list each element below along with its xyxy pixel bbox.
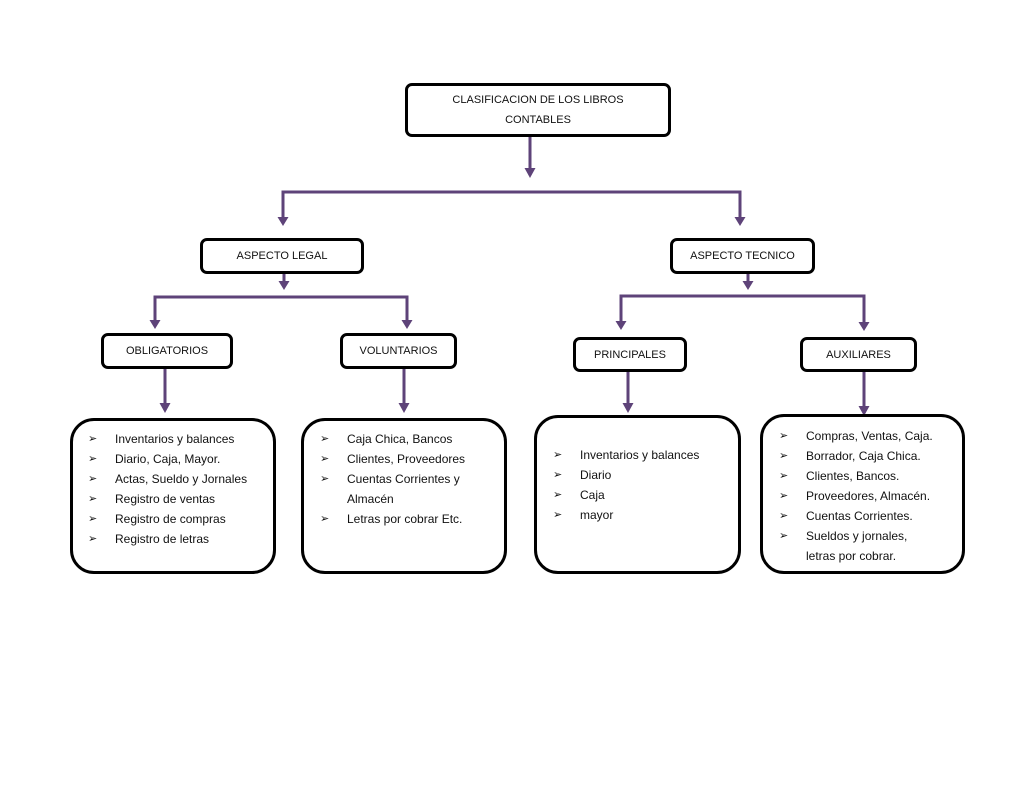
- aspecto-legal-label: ASPECTO LEGAL: [236, 250, 328, 262]
- root-node-label: CLASIFICACION DE LOS LIBROS CONTABLES: [452, 94, 624, 126]
- voluntarios-list: ➢ Caja Chica, Bancos ➢ Clientes, Proveedor…: [320, 429, 465, 529]
- arrow-bullet-icon: ➢: [88, 532, 98, 545]
- aspecto-tecnico-label: ASPECTO TECNICO: [690, 250, 795, 262]
- list-item: ➢ Compras, Ventas, Caja.: [779, 426, 933, 446]
- arrow-bullet-icon: ➢: [320, 472, 330, 485]
- arrow-bullet-icon: ➢: [553, 488, 563, 501]
- list-item-text: Proveedores, Almacén.: [806, 489, 931, 503]
- tecnico-stem-arrowhead: [742, 281, 754, 290]
- list-item: ➢ Registro de ventas: [88, 489, 247, 509]
- legal-stem-arrowhead: [278, 281, 290, 290]
- list-item: ➢ Diario, Caja, Mayor.: [88, 449, 247, 469]
- list-item: ➢ Caja: [553, 485, 699, 505]
- aspecto-legal-node: ASPECTO LEGAL: [200, 238, 364, 274]
- principales-list: ➢ Inventarios y balances ➢ Diario ➢ Caja ➢ m…: [553, 445, 699, 525]
- legal-drop-arrowhead: [277, 217, 289, 226]
- list-item: ➢ Inventarios y balances: [88, 429, 247, 449]
- arrow-bullet-icon: ➢: [553, 448, 563, 461]
- obligatorios-list-box: ➢ Inventarios y balances ➢ Diario, Caja, M…: [70, 418, 276, 574]
- arrow-bullet-icon: ➢: [779, 469, 789, 482]
- list-item: ➢ Actas, Sueldo y Jornales: [88, 469, 247, 489]
- list-item-text: Clientes, Bancos.: [806, 469, 900, 483]
- arrow-bullet-icon: ➢: [88, 432, 98, 445]
- obligatorios-drop-arrowhead: [149, 320, 161, 329]
- arrow-bullet-icon: ➢: [88, 452, 98, 465]
- arrow-bullet-icon: ➢: [88, 512, 98, 525]
- auxiliares-node: AUXILIARES: [800, 337, 917, 372]
- principales-drop-arrowhead: [615, 321, 627, 330]
- list-item: ➢ Registro de compras: [88, 509, 247, 529]
- list-item-text: mayor: [580, 508, 614, 522]
- arrow-bullet-icon: ➢: [320, 452, 330, 465]
- voluntarios-list-box: ➢ Caja Chica, Bancos ➢ Clientes, Proveedor…: [301, 418, 507, 574]
- principales-list-box: ➢ Inventarios y balances ➢ Diario ➢ Caja ➢ m…: [534, 415, 741, 574]
- principales-label: PRINCIPALES: [594, 348, 666, 361]
- list-item-text: Clientes, Proveedores: [347, 452, 466, 466]
- list-item: ➢ Cuentas Corrientes y Almacén: [320, 469, 465, 509]
- root-node: CLASIFICACION DE LOS LIBROS CONTABLES: [405, 83, 671, 137]
- list-item-text: Caja Chica, Bancos: [347, 432, 453, 446]
- list-item: ➢ mayor: [553, 505, 699, 525]
- root-stem-arrowhead: [524, 168, 536, 178]
- list-item: ➢ Clientes, Proveedores: [320, 449, 465, 469]
- principales-stem-arrowhead: [622, 403, 634, 413]
- arrow-bullet-icon: ➢: [553, 508, 563, 521]
- auxiliares-label: AUXILIARES: [826, 348, 891, 361]
- list-item-text: Compras, Ventas, Caja.: [806, 429, 933, 443]
- list-item-text: Caja: [580, 488, 605, 502]
- arrow-bullet-icon: ➢: [779, 449, 789, 462]
- arrow-bullet-icon: ➢: [88, 472, 98, 485]
- tecnico-drop-arrowhead: [734, 217, 746, 226]
- arrow-bullet-icon: ➢: [320, 432, 330, 445]
- voluntarios-drop-arrowhead: [401, 320, 413, 329]
- list-item: ➢ Diario: [553, 465, 699, 485]
- voluntarios-stem-arrowhead: [398, 403, 410, 413]
- list-item: ➢ Proveedores, Almacén.: [779, 486, 933, 506]
- auxiliares-list: ➢ Compras, Ventas, Caja. ➢ Borrador, Caja …: [779, 426, 933, 566]
- arrow-bullet-icon: ➢: [553, 468, 563, 481]
- arrow-bullet-icon: ➢: [779, 489, 789, 502]
- list-item-text: Actas, Sueldo y Jornales: [115, 472, 248, 486]
- arrow-bullet-icon: ➢: [779, 529, 789, 542]
- list-item-text: Diario, Caja, Mayor.: [115, 452, 221, 466]
- list-item-text: Inventarios y balances: [115, 432, 235, 446]
- list-item: ➢ Letras por cobrar Etc.: [320, 509, 465, 529]
- list-item: ➢ Caja Chica, Bancos: [320, 429, 465, 449]
- voluntarios-label: VOLUNTARIOS: [359, 345, 438, 357]
- list-item: ➢ Cuentas Corrientes.: [779, 506, 933, 526]
- auxiliares-drop-arrowhead: [858, 322, 870, 331]
- list-item: ➢ Registro de letras: [88, 529, 247, 549]
- arrow-bullet-icon: ➢: [320, 512, 330, 525]
- auxiliares-list-box: ➢ Compras, Ventas, Caja. ➢ Borrador, Caja …: [760, 414, 965, 574]
- list-item: ➢ Clientes, Bancos.: [779, 466, 933, 486]
- list-item-text: Diario: [580, 468, 612, 482]
- obligatorios-node: OBLIGATORIOS: [101, 333, 233, 369]
- list-item-text: Registro de letras: [115, 532, 210, 546]
- obligatorios-stem-arrowhead: [159, 403, 171, 413]
- arrow-bullet-icon: ➢: [779, 429, 789, 442]
- list-item: ➢ Inventarios y balances: [553, 445, 699, 465]
- list-item-text: Sueldos y jornales, letras por cobrar.: [806, 529, 908, 563]
- list-item: ➢ Borrador, Caja Chica.: [779, 446, 933, 466]
- list-item: ➢ Sueldos y jornales, letras por cobrar.: [779, 526, 933, 566]
- list-item-text: Borrador, Caja Chica.: [806, 449, 921, 463]
- list-item-text: Registro de compras: [115, 512, 226, 526]
- principales-node: PRINCIPALES: [573, 337, 687, 372]
- voluntarios-node: VOLUNTARIOS: [340, 333, 457, 369]
- arrow-bullet-icon: ➢: [779, 509, 789, 522]
- obligatorios-label: OBLIGATORIOS: [125, 345, 209, 357]
- list-item-text: Letras por cobrar Etc.: [347, 512, 463, 526]
- obligatorios-list: ➢ Inventarios y balances ➢ Diario, Caja, M…: [88, 429, 247, 549]
- list-item-text: Cuentas Corrientes.: [806, 509, 913, 523]
- list-item-text: Cuentas Corrientes y Almacén: [347, 472, 460, 506]
- aspecto-tecnico-node: ASPECTO TECNICO: [670, 238, 815, 274]
- arrow-bullet-icon: ➢: [88, 492, 98, 505]
- list-item-text: Inventarios y balances: [580, 448, 700, 462]
- list-item-text: Registro de ventas: [115, 492, 216, 506]
